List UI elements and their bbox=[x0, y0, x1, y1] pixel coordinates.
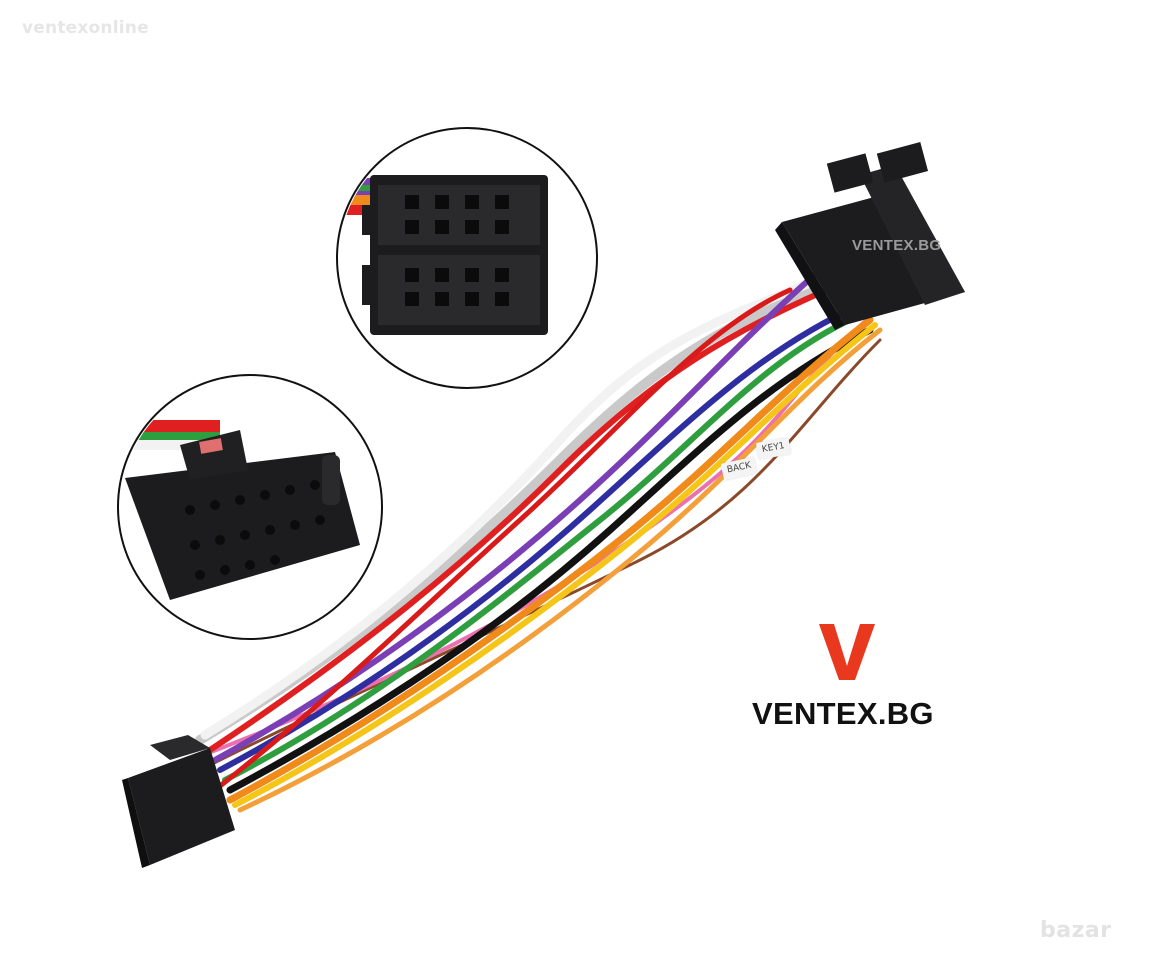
wire-blue bbox=[217, 302, 863, 773]
wire-yellow bbox=[232, 322, 878, 808]
brand-v-mark bbox=[819, 624, 875, 680]
corner-watermark: ventexonline bbox=[22, 18, 149, 38]
sixteen-pin-connector bbox=[122, 735, 235, 868]
site-badge-watermark: bazar bbox=[1040, 918, 1112, 943]
wire-red-1 bbox=[207, 277, 853, 753]
wire-red-2 bbox=[212, 287, 793, 793]
iso-connector bbox=[775, 142, 965, 330]
brand-name: VENTEX.BG bbox=[752, 696, 934, 731]
wire-orange-1 bbox=[226, 316, 874, 804]
wire-bundle bbox=[188, 267, 918, 813]
zoom-circle-iso-face bbox=[336, 127, 598, 389]
wire-orange-2 bbox=[237, 327, 883, 813]
connector-watermark: VENTEX.BG bbox=[852, 237, 942, 254]
brand-logo: VENTEX.BG bbox=[752, 618, 952, 738]
wire-black bbox=[226, 326, 874, 794]
wire-green bbox=[222, 312, 863, 783]
zoom-circle-sixteen-pin-face bbox=[117, 374, 383, 640]
wire-white bbox=[200, 270, 835, 740]
